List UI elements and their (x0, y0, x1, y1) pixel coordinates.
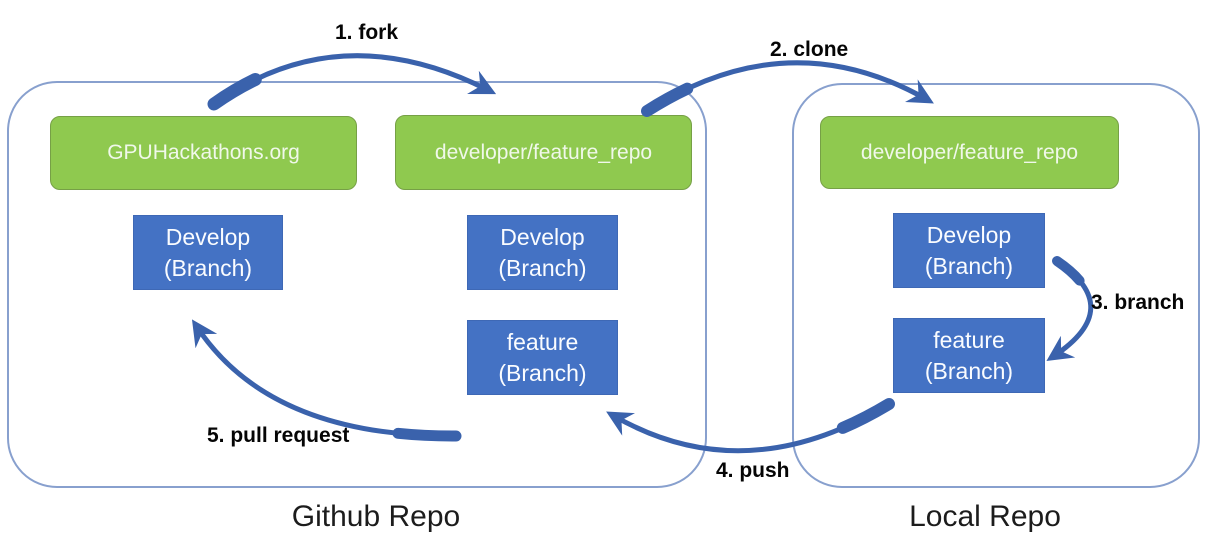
branch-box-line: Develop (926, 222, 1012, 249)
branch-box-line: (Branch) (924, 252, 1014, 279)
upstream-develop-branch-box: Develop (Branch) (133, 215, 283, 290)
branch-box-line: Develop (165, 224, 251, 251)
upstream-repo-label: GPUHackathons.org (107, 141, 300, 164)
step-label-fork: 1. fork (335, 21, 399, 44)
branch-box-line: (Branch) (163, 254, 253, 281)
branch-box-line: (Branch) (498, 359, 587, 386)
fork-develop-branch-box: Develop (Branch) (467, 215, 618, 290)
local-develop-branch-box: Develop (Branch) (893, 213, 1045, 288)
local-repo-caption: Local Repo (909, 500, 1061, 533)
branch-box-line: feature (933, 327, 1005, 354)
github-repo-caption: Github Repo (291, 500, 461, 533)
local-repo-box: developer/feature_repo (820, 116, 1119, 189)
upstream-repo-box: GPUHackathons.org (50, 116, 357, 190)
local-repo-container (792, 83, 1200, 488)
branch-box-line: (Branch) (498, 254, 587, 281)
local-repo-box-label: developer/feature_repo (860, 140, 1079, 164)
local-feature-branch-box: feature (Branch) (893, 318, 1045, 393)
step-label-clone: 2. clone (770, 38, 849, 61)
forked-repo-box: developer/feature_repo (395, 115, 692, 190)
forked-repo-label: developer/feature_repo (434, 140, 653, 164)
branch-box-line: feature (506, 329, 579, 356)
branch-box-line: (Branch) (924, 357, 1014, 384)
step-label-pull-request: 5. pull request (207, 424, 350, 447)
fork-feature-branch-box: feature (Branch) (467, 320, 618, 395)
step-label-push: 4. push (716, 459, 790, 482)
branch-box-line: Develop (500, 224, 585, 251)
step-label-branch: 3. branch (1091, 291, 1185, 314)
